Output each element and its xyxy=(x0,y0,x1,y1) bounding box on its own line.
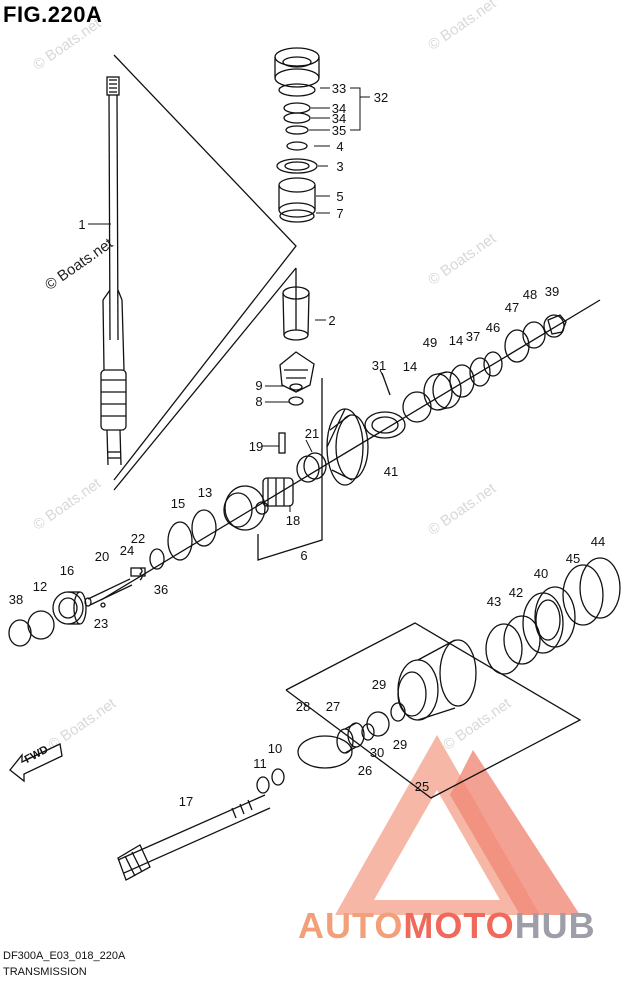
callout: 12 xyxy=(33,579,47,594)
logo-triangle-icon xyxy=(335,735,580,915)
o-ring-28 xyxy=(297,735,353,769)
clip-30 xyxy=(361,723,375,741)
callout: 22 xyxy=(131,531,145,546)
diagram-code: DF300A_E03_018_220A xyxy=(3,950,126,962)
bearing-26 xyxy=(336,722,365,754)
propeller-shaft-housing xyxy=(397,639,477,721)
callout: 34 xyxy=(332,101,346,116)
callout: 40 xyxy=(534,566,548,581)
callout: 49 xyxy=(423,335,437,350)
bushing xyxy=(282,286,310,341)
pin xyxy=(278,432,286,454)
bearing-carrier xyxy=(485,557,621,675)
bearing xyxy=(52,591,87,625)
callout: 41 xyxy=(384,464,398,479)
callout: 48 xyxy=(523,287,537,302)
callout: 37 xyxy=(466,329,480,344)
shift-rod xyxy=(84,567,146,607)
washer xyxy=(167,521,193,561)
callout: 11 xyxy=(253,756,267,771)
sleeve xyxy=(296,455,320,483)
callout: 20 xyxy=(95,549,109,564)
frame-triangle-upper xyxy=(113,54,297,481)
callout: 18 xyxy=(286,513,300,528)
figure-label: FIG.220A xyxy=(3,2,103,27)
callout: 47 xyxy=(505,300,519,315)
snap-ring xyxy=(8,619,32,647)
callout: 15 xyxy=(171,496,185,511)
washer xyxy=(191,509,217,547)
callout: 45 xyxy=(566,551,580,566)
propeller-shaft xyxy=(117,794,271,881)
callout: 35 xyxy=(332,123,346,138)
callout: 1 xyxy=(78,217,85,232)
bearing-stack-right xyxy=(402,314,567,423)
callout: 26 xyxy=(358,763,372,778)
callout: 46 xyxy=(486,320,500,335)
callout: 16 xyxy=(60,563,74,578)
pin-23 xyxy=(100,602,106,608)
callout: 42 xyxy=(509,585,523,600)
callout: 14 xyxy=(403,359,417,374)
callout: 21 xyxy=(305,426,319,441)
callout: 17 xyxy=(179,794,193,809)
callout: 4 xyxy=(336,139,343,154)
logo-part-moto: MOTO xyxy=(403,905,515,946)
drive-shaft xyxy=(100,76,127,466)
ring-10 xyxy=(271,768,285,786)
ring-29b xyxy=(390,702,406,722)
callout: 39 xyxy=(545,284,559,299)
callout: 13 xyxy=(198,485,212,500)
callout: 3 xyxy=(336,159,343,174)
callout: 29 xyxy=(372,677,386,692)
ring xyxy=(27,610,55,640)
callout: 38 xyxy=(9,592,23,607)
callout: 6 xyxy=(300,548,307,563)
callout: 43 xyxy=(487,594,501,609)
callout: 28 xyxy=(296,699,310,714)
callout: 29 xyxy=(393,737,407,752)
callout: 31 xyxy=(372,358,386,373)
bracket-6 xyxy=(257,378,323,561)
pinion-bearing-assembly xyxy=(274,47,320,223)
frame-box-lower xyxy=(285,622,582,799)
callout: 23 xyxy=(94,616,108,631)
bevel-gear-forward xyxy=(326,408,406,486)
callout: 32 xyxy=(374,90,388,105)
callout: 8 xyxy=(255,394,262,409)
callout: 14 xyxy=(449,333,463,348)
callout: 25 xyxy=(415,779,429,794)
diagram-title: TRANSMISSION xyxy=(3,966,87,978)
fwd-arrow-icon xyxy=(9,743,63,783)
pinion-gear xyxy=(279,351,315,406)
callout: 9 xyxy=(255,378,262,393)
callout: 30 xyxy=(370,745,384,760)
callout: 33 xyxy=(332,81,346,96)
logo-part-hub: HUB xyxy=(514,905,596,946)
callout: 36 xyxy=(154,582,168,597)
callout: 24 xyxy=(120,543,134,558)
washer-36 xyxy=(149,548,165,570)
reverse-gear xyxy=(223,485,269,531)
callout: 7 xyxy=(336,206,343,221)
callout: 2 xyxy=(328,313,335,328)
frame-triangle-mid xyxy=(113,267,297,491)
callout: 5 xyxy=(336,189,343,204)
logo-part-auto: AUTO xyxy=(298,905,404,946)
clutch-dog xyxy=(262,477,294,507)
callout: 44 xyxy=(591,534,605,549)
ring-11 xyxy=(256,776,270,794)
logo-wordmark: AUTOMOTOHUB xyxy=(298,905,596,947)
callout: 10 xyxy=(268,741,282,756)
callout: 34 xyxy=(332,111,346,126)
callout: 27 xyxy=(326,699,340,714)
callout: 19 xyxy=(249,439,263,454)
